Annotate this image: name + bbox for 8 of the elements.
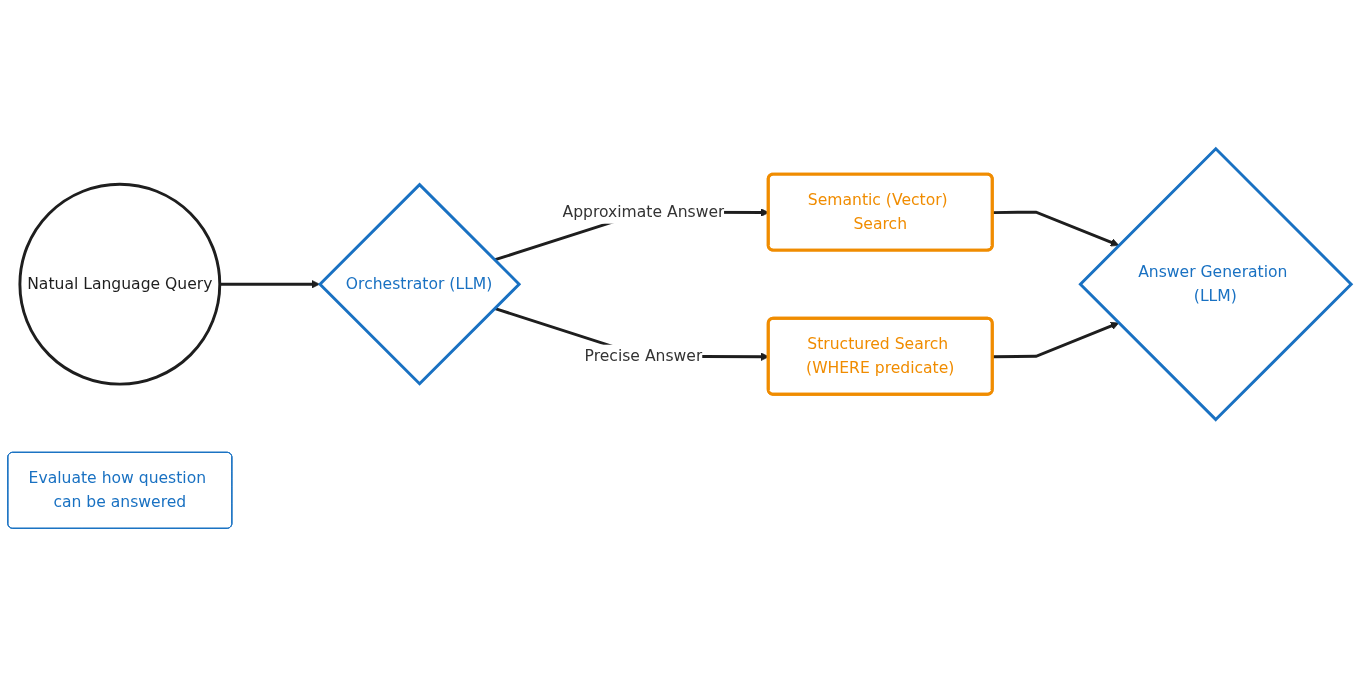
- node-diamond: Orchestrator (LLM): [317, 182, 522, 386]
- node-diamond: Answer Generation (LLM): [1078, 146, 1354, 422]
- edge-label: Precise Answer: [584, 346, 703, 365]
- node-circle: Natual Language Query: [18, 182, 222, 386]
- arrow: [219, 279, 320, 289]
- edge-label: Approximate Answer: [562, 202, 725, 221]
- arrow: [992, 210, 1120, 247]
- arrow: [992, 321, 1120, 359]
